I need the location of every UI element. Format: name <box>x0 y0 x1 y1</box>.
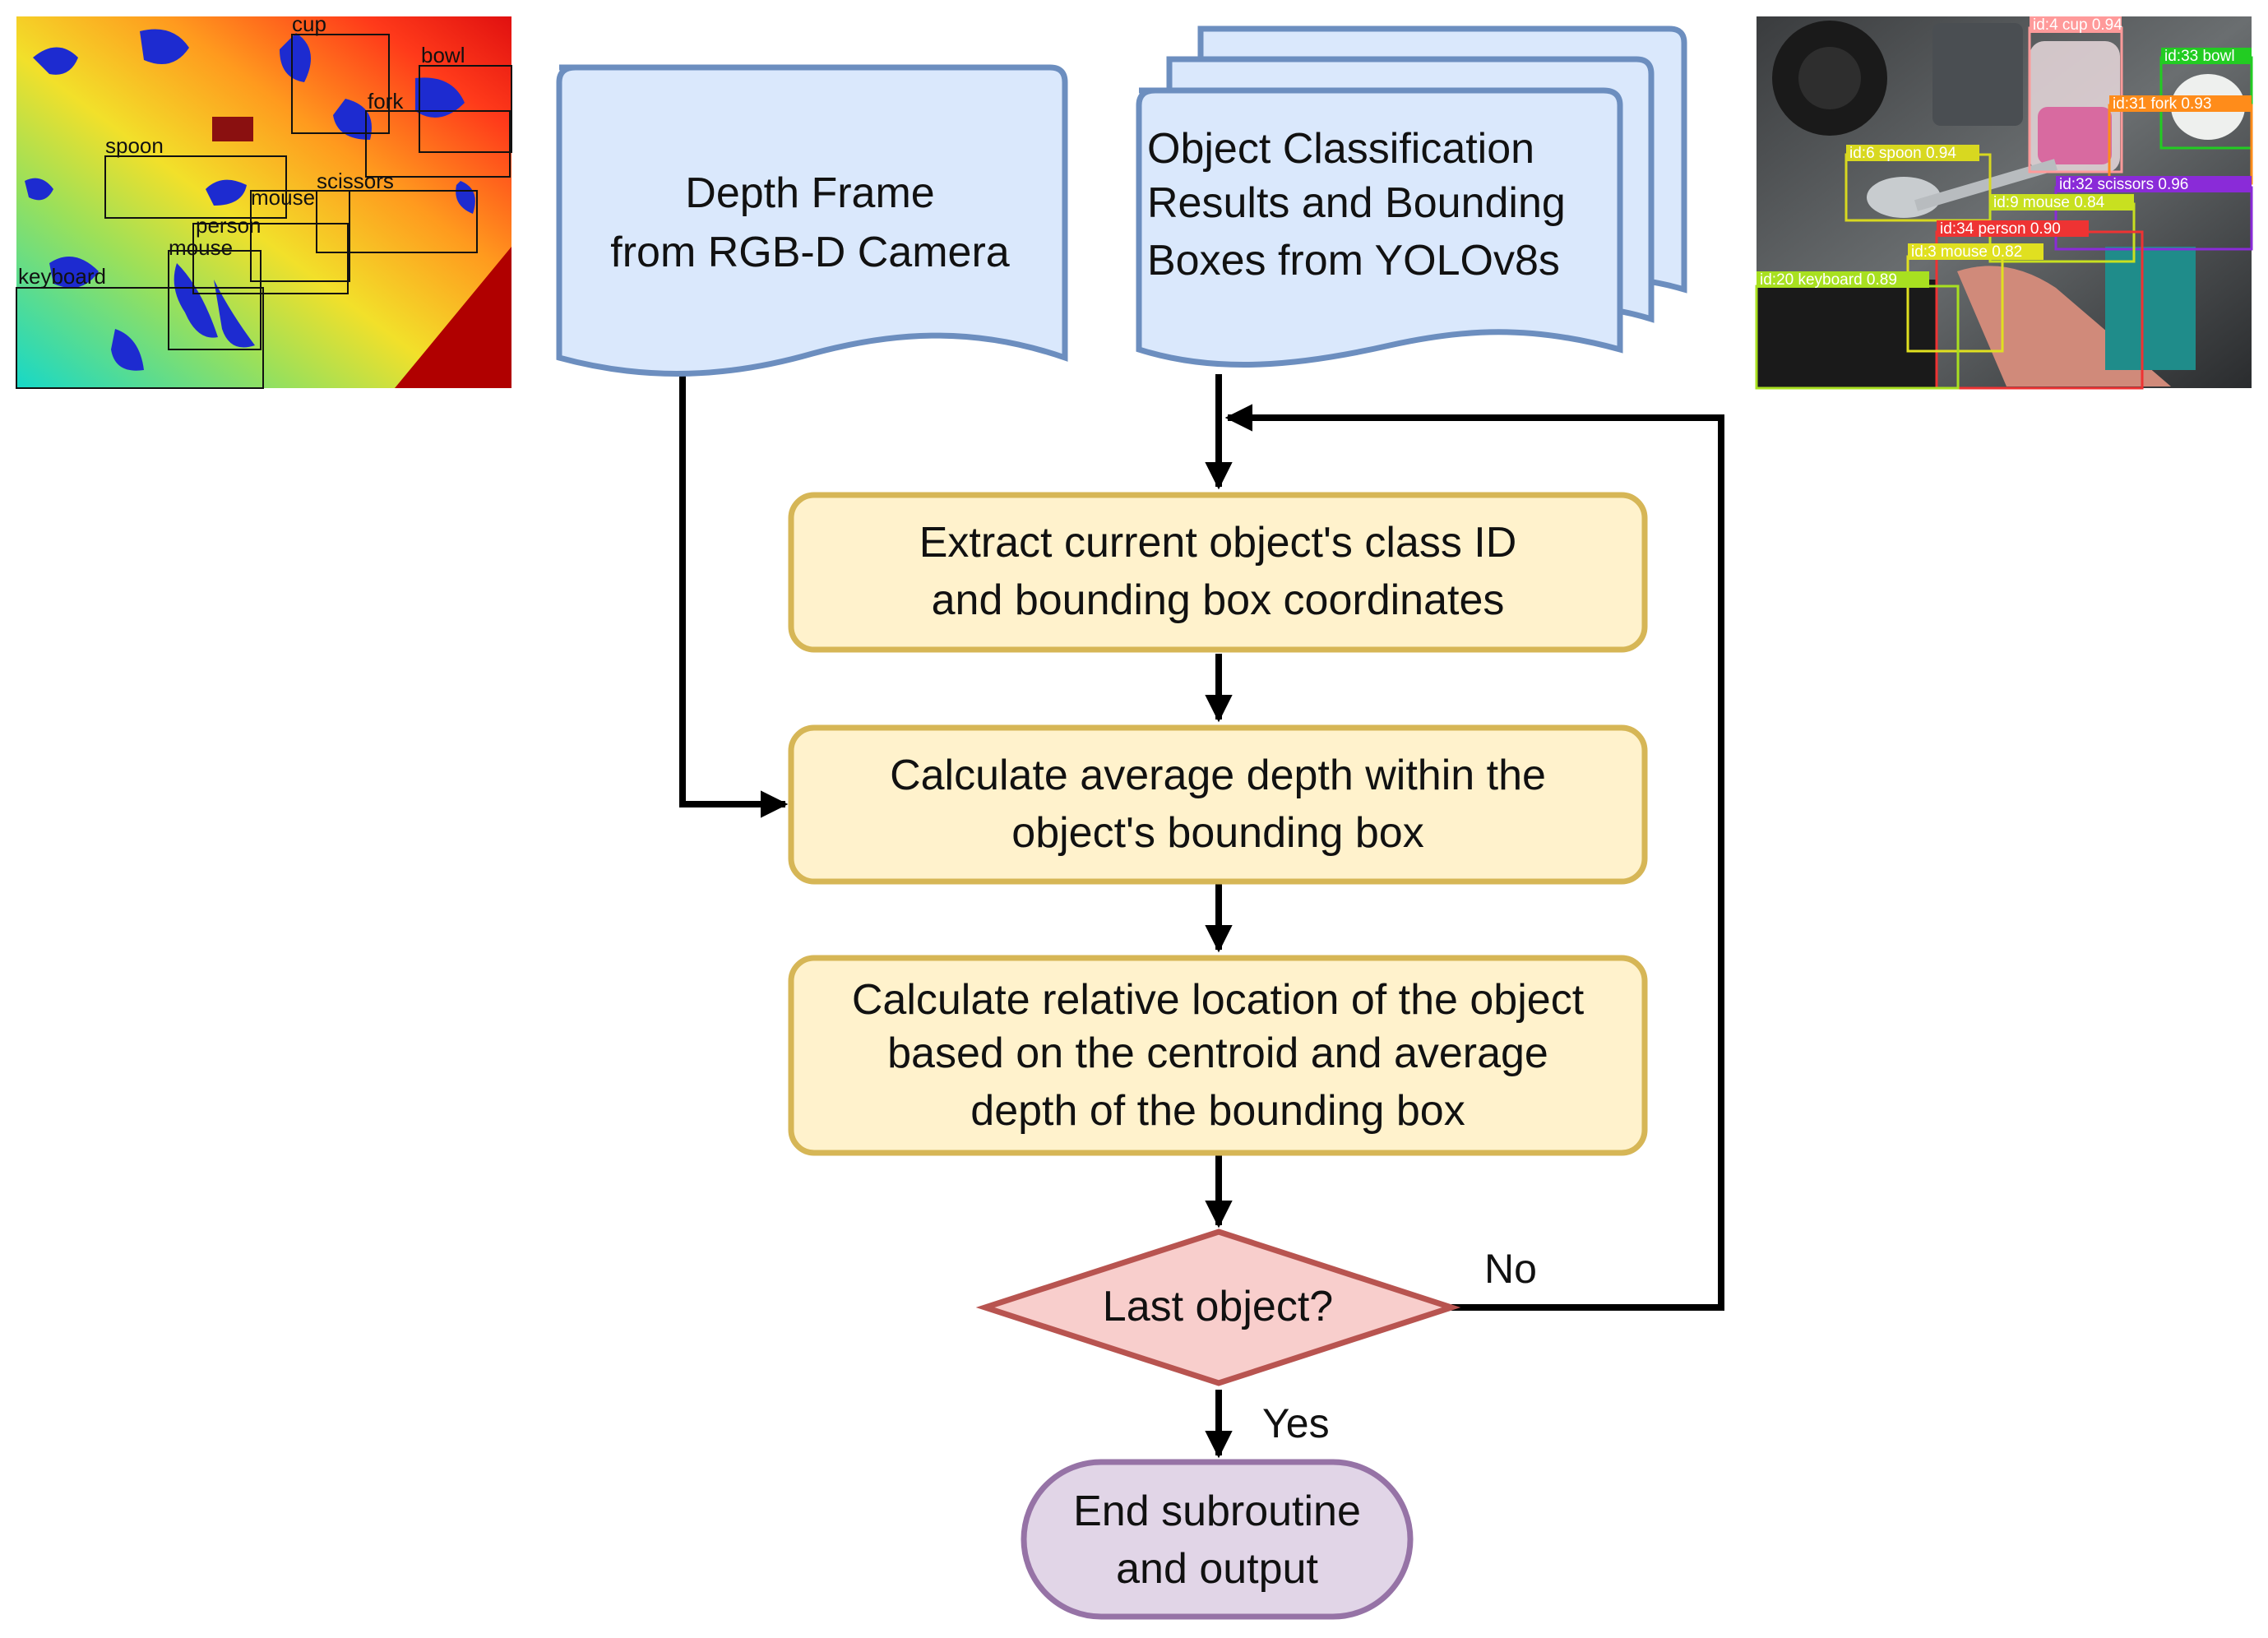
relative-location-step: Calculate relative location of the objec… <box>788 955 1648 1156</box>
depth-frame-line-1: Depth Frame <box>685 169 934 217</box>
depth-label-cup: cup <box>292 12 326 36</box>
yolo-results-line-1: Object Classification <box>1147 125 1534 173</box>
rgb-label-bowl: id:33 bowl <box>2164 48 2235 65</box>
location-step-line-1: Calculate relative location of the objec… <box>852 976 1585 1024</box>
yolo-results-line-3: Boxes from YOLOv8s <box>1147 237 1560 285</box>
extract-step-line-1: Extract current object's class ID <box>919 519 1517 567</box>
location-step-line-3: depth of the bounding box <box>970 1087 1465 1135</box>
yolo-results-line-2: Results and Bounding <box>1147 179 1566 227</box>
rgb-label-mouse-2: id:3 mouse 0.82 <box>1911 243 2022 261</box>
rgb-label-keyboard: id:20 keyboard 0.89 <box>1760 271 1897 289</box>
end-line-1: End subroutine <box>1073 1488 1361 1535</box>
rgb-label-mouse: id:9 mouse 0.84 <box>1993 194 2105 211</box>
depth-label-fork: fork <box>368 89 404 113</box>
extract-class-id-step: Extract current object's class ID and bo… <box>788 492 1648 653</box>
arrow-depth-frame-to-depth-step <box>679 368 789 818</box>
decision-label: Last object? <box>1103 1283 1333 1330</box>
depth-frame-line-2: from RGB-D Camera <box>610 229 1009 276</box>
rgb-label-scissors: id:32 scissors 0.96 <box>2059 176 2188 193</box>
depth-label-scissors: scissors <box>317 169 394 193</box>
rgb-label-spoon: id:6 spoon 0.94 <box>1849 145 1956 162</box>
extract-step-line-2: and bounding box coordinates <box>932 576 1505 624</box>
rgb-label-person: id:34 person 0.90 <box>1940 220 2061 238</box>
end-line-2: and output <box>1116 1545 1318 1593</box>
average-depth-step: Calculate average depth within the objec… <box>788 724 1648 885</box>
no-branch-label: No <box>1484 1246 1537 1292</box>
depth-step-line-2: object's bounding box <box>1011 809 1423 857</box>
last-object-decision: Last object? <box>975 1228 1461 1386</box>
depth-label-mouse: mouse <box>251 185 315 210</box>
depth-label-mouse-2: mouse <box>169 235 233 260</box>
depth-label-bowl: bowl <box>421 43 465 67</box>
location-step-line-2: based on the centroid and average <box>887 1030 1548 1077</box>
rgb-detection-image: id:4 cup 0.94 id:33 bowl id:31 fork 0.93… <box>1755 16 2253 390</box>
rgb-label-fork: id:31 fork 0.93 <box>2113 95 2211 113</box>
yes-branch-label: Yes <box>1262 1400 1330 1446</box>
yolo-results-node: Object Classification Results and Boundi… <box>1136 25 1687 368</box>
arrow-decision-no-loop <box>1224 404 1724 1311</box>
depth-label-keyboard: keyboard <box>18 264 106 289</box>
depth-label-spoon: spoon <box>105 133 164 158</box>
depth-label-person: person <box>196 213 262 238</box>
end-subroutine-node: End subroutine and output <box>1021 1459 1414 1620</box>
depth-step-line-1: Calculate average depth within the <box>890 752 1546 799</box>
rgb-label-cup: id:4 cup 0.94 <box>2033 16 2122 34</box>
depth-map-image: cup bowl fork spoon mouse scissors perso… <box>16 12 512 389</box>
depth-frame-node: Depth Frame from RGB-D Camera <box>556 64 1068 377</box>
